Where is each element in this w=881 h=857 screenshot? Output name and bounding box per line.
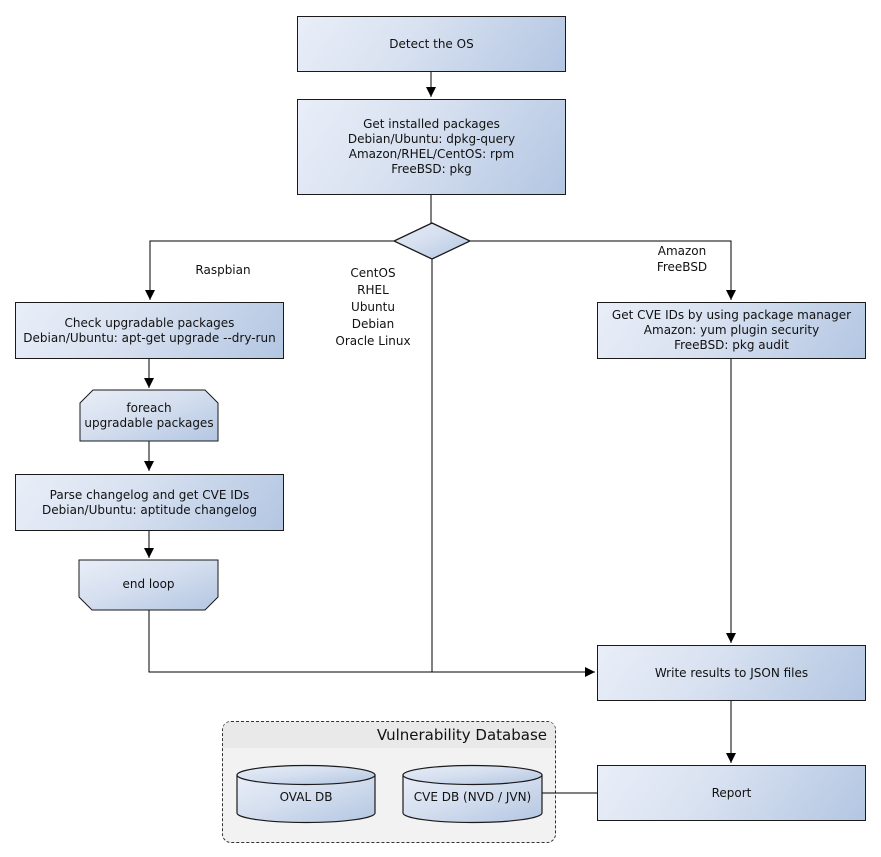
cve-db-label: CVE DB (NVD / JVN) — [403, 780, 542, 814]
end-loop-label: end loop — [79, 560, 218, 608]
edge-label-line: Oracle Linux — [335, 334, 411, 348]
edge-label-line: Ubuntu — [351, 300, 395, 314]
node-report: Report — [597, 765, 866, 821]
node-line: Debian/Ubuntu: aptitude changelog — [42, 502, 257, 517]
edge-label-line: Amazon — [657, 244, 707, 258]
node-line: upgradable packages — [84, 415, 214, 430]
foreach-loop-shape — [80, 390, 218, 441]
edge-label-amazon-freebsd: Amazon FreeBSD — [645, 243, 719, 275]
node-line: foreach — [126, 400, 172, 415]
node-line: Report — [711, 785, 752, 800]
cve-db-cylinder-top — [403, 766, 542, 785]
node-line: Debian/Ubuntu: dpkg-query — [347, 132, 516, 146]
node-line: Write results to JSON files — [654, 665, 809, 680]
vulnerability-database-title-band: Vulnerability Database — [223, 722, 555, 748]
edge-label-raspbian: Raspbian — [195, 263, 251, 277]
node-line: OVAL DB — [279, 789, 333, 804]
node-line: Debian/Ubuntu: apt-get upgrade --dry-run — [23, 330, 276, 345]
node-write-results-json: Write results to JSON files — [597, 645, 866, 701]
edge-decision-to-checkupgradable — [145, 241, 394, 300]
edge-label-middle-os-list: CentOS RHEL Ubuntu Debian Oracle Linux — [322, 265, 424, 350]
oval-db-cylinder-body — [237, 775, 375, 822]
edge-label-line: CentOS — [350, 266, 396, 280]
node-line: Amazon/RHEL/CentOS: rpm — [348, 147, 515, 161]
node-get-installed-packages: Get installed packages Debian/Ubuntu: dp… — [297, 99, 566, 195]
oval-db-label: OVAL DB — [237, 780, 375, 814]
edge-endloop-to-writeresults — [149, 610, 595, 677]
node-detect-os: Detect the OS — [297, 16, 566, 72]
cve-db-cylinder-body — [403, 775, 542, 823]
node-line: CVE DB (NVD / JVN) — [413, 789, 532, 804]
node-detect-os-label: Detect the OS — [389, 36, 474, 51]
node-line: FreeBSD: pkg audit — [674, 338, 789, 352]
node-line: Amazon: yum plugin security — [643, 323, 820, 337]
oval-db-cylinder-top — [237, 766, 375, 785]
edge-label-line: Debian — [351, 317, 395, 331]
node-line: Check upgradable packages — [64, 315, 235, 330]
node-get-cve-ids: Get CVE IDs by using package manager Ama… — [597, 302, 866, 359]
node-line: end loop — [122, 576, 175, 591]
node-line: FreeBSD: pkg — [391, 162, 472, 176]
vulnerability-database-title: Vulnerability Database — [376, 726, 547, 744]
node-line: Parse changelog and get CVE IDs — [49, 487, 250, 502]
edge-label-line: RHEL — [357, 283, 389, 297]
edge-label-line: FreeBSD — [656, 260, 708, 274]
node-parse-changelog: Parse changelog and get CVE IDs Debian/U… — [15, 474, 284, 531]
foreach-loop-label: foreach upgradable packages — [80, 391, 218, 440]
node-line: Get CVE IDs by using package manager — [611, 308, 852, 322]
end-loop-shape — [79, 560, 218, 610]
edge-decision-to-getcveids — [470, 241, 736, 300]
node-line: Get installed packages — [363, 117, 500, 131]
os-decision-diamond — [394, 223, 470, 259]
node-check-upgradable-packages: Check upgradable packages Debian/Ubuntu:… — [15, 302, 284, 359]
